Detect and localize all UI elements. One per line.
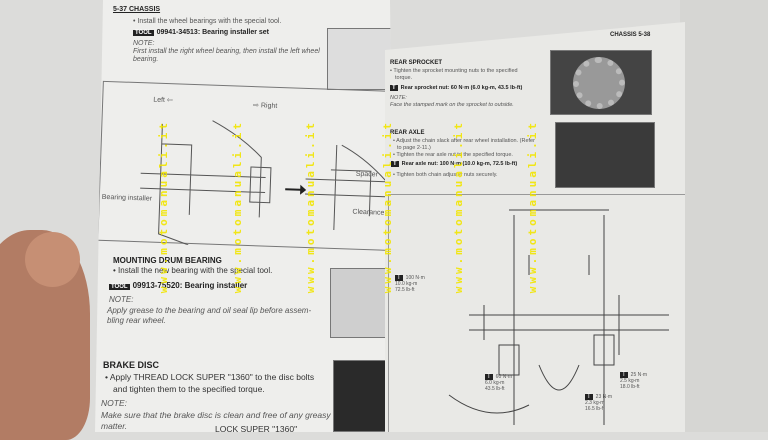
axle-photo (555, 122, 655, 188)
note-text: Apply grease to the bearing and oil seal… (107, 306, 312, 315)
watermark: www.motomanuali.it (381, 120, 394, 294)
text-line: and tighten them to the specified torque… (113, 384, 265, 394)
tool-icon: TOOL (133, 30, 154, 36)
watermark: www.motomanuali.it (157, 120, 170, 294)
torque-icon: T (395, 275, 403, 281)
watermark: www.motomanuali.it (526, 120, 539, 294)
watermark: www.motomanuali.it (304, 120, 317, 294)
text-line: • Tighten the sprocket mounting nuts to … (390, 68, 518, 74)
text-line: • Install the wheel bearings with the sp… (133, 18, 282, 25)
text-line: • Tighten both chain adjuster nuts secur… (393, 172, 498, 178)
sprocket-photo (550, 50, 652, 115)
bearing-diagram: Left ⇦ ⇨ Right Bearing installer Spacer … (97, 80, 395, 252)
torque-icon: T (485, 374, 493, 380)
torque-icon: T (585, 394, 593, 400)
page-edge (680, 0, 768, 432)
thumb (25, 232, 80, 287)
watermark: www.motomanuali.it (231, 120, 244, 294)
text-line: torque. (395, 75, 413, 81)
wheel-photo (327, 28, 395, 90)
note-text: Make sure that the brake disc is clean a… (101, 410, 331, 420)
text-line: to page 2-11.) (397, 145, 431, 151)
note-label: NOTE: (101, 398, 127, 408)
note-label: NOTE: (390, 95, 407, 101)
note-label: NOTE: (109, 295, 134, 304)
tool-number: 09913-75520: Bearing installer (132, 281, 248, 290)
rear-wheel-diagram (388, 194, 685, 432)
section-title: REAR SPROCKET (390, 60, 443, 66)
torque-spec: Rear axle nut: 100 N·m (10.0 kg-m, 72.5 … (401, 161, 518, 167)
torque-spec: Rear sprocket nut: 60 N·m (6.0 kg-m, 43.… (400, 85, 523, 91)
tool-icon: TOOL (109, 284, 130, 290)
note-text: First install the right wheel bearing, t… (133, 48, 320, 55)
section-title: REAR AXLE (390, 130, 425, 136)
hub-drawing (140, 120, 395, 246)
left-page: 5-37 CHASSIS • Install the wheel bearing… (95, 0, 395, 432)
text-line: • Tighten the rear axle nut to the speci… (393, 152, 513, 158)
bearing-photo (330, 268, 392, 338)
note-text: Face the stamped mark on the sprocket to… (390, 102, 514, 108)
note-text: bling rear wheel. (107, 316, 166, 325)
page-header: 5-37 CHASSIS (113, 6, 161, 13)
torque-icon: T (391, 161, 399, 167)
torque-icon: T (620, 372, 628, 378)
text-line: • Adjust the chain slack after rear whee… (393, 138, 535, 144)
note-label: NOTE: (133, 40, 155, 47)
text-line: LOCK SUPER "1360" (215, 424, 298, 434)
wheel-assembly-drawing (448, 209, 669, 425)
torque-icon: T (390, 85, 398, 91)
text-line: • Install the new bearing with the speci… (113, 266, 273, 275)
note-text: matter. (101, 421, 128, 431)
page-header: CHASSIS 5-38 (610, 32, 651, 38)
note-text: bearing. (133, 56, 159, 63)
right-page: CHASSIS 5-38 REAR SPROCKET • Tighten the… (385, 22, 685, 432)
section-title: MOUNTING DRUM BEARING (113, 256, 222, 265)
text-line: • Apply THREAD LOCK SUPER "1360" to the … (105, 372, 315, 382)
section-title: BRAKE DISC (103, 360, 160, 370)
watermark: www.motomanuali.it (452, 120, 465, 294)
tool-number: 09941-34513: Bearing installer set (156, 29, 270, 36)
